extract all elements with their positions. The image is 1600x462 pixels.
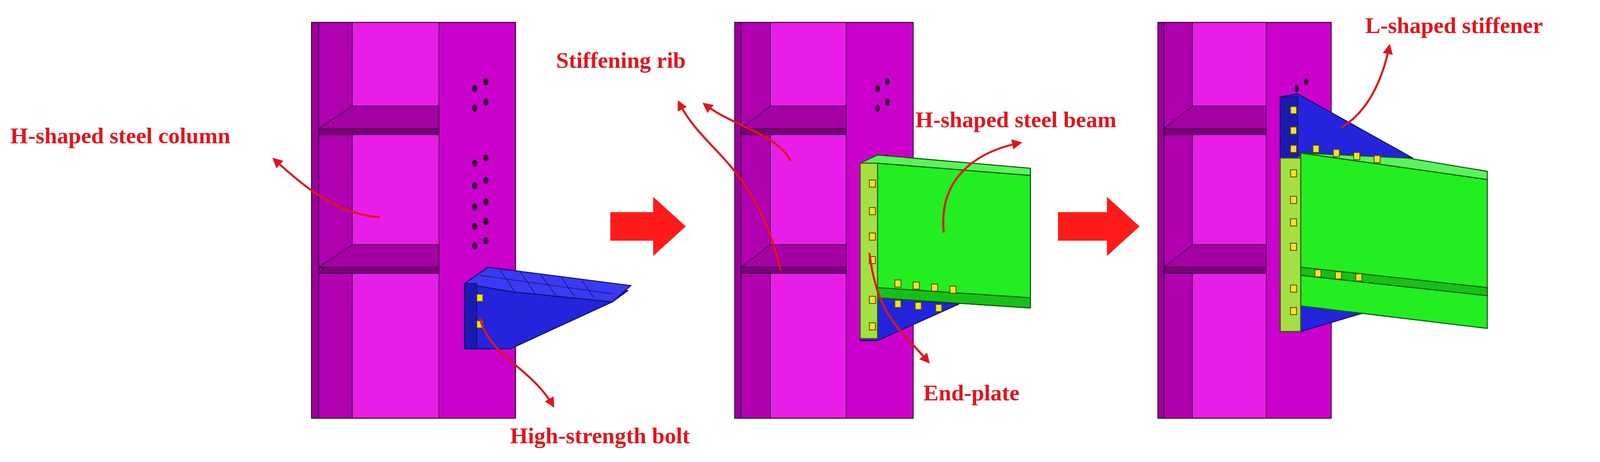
part-label: L-shaped stiffener <box>1365 12 1543 39</box>
part-label: H-shaped steel beam <box>915 106 1117 133</box>
part-label: Stiffening rib <box>556 46 686 74</box>
part-label: H-shaped steel column <box>10 122 231 150</box>
part-label: High-strength bolt <box>510 422 690 449</box>
part-label: End-plate <box>923 379 1020 407</box>
